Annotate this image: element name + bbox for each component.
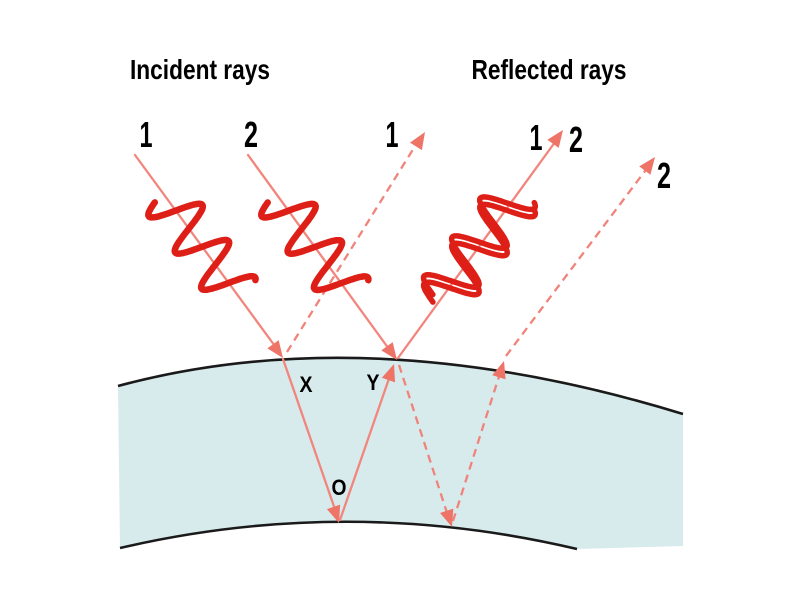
- incident-wave-1: [145, 199, 259, 294]
- incident-ray-1-label: 1: [140, 114, 153, 155]
- incident-rays-title: Incident rays: [130, 54, 270, 85]
- transmitted-ray-2-label: 2: [657, 155, 671, 196]
- arrowheads-layer: [267, 130, 655, 527]
- incident-ray-1: [133, 153, 282, 355]
- refracted-ray-x-to-o: [281, 357, 340, 520]
- arrow-dashed-2-exit: [639, 157, 655, 175]
- incident-wave-2: [258, 199, 372, 294]
- point-x-label: X: [300, 372, 313, 397]
- incident-ray-2-label: 2: [244, 114, 258, 155]
- reflected-superposed-wave-2: [420, 194, 539, 298]
- film-bottom-surface: [119, 520, 578, 551]
- arrow-reflected-1-2: [547, 130, 563, 148]
- reflected-ray-2-label: 2: [569, 119, 583, 160]
- point-o-label: O: [332, 475, 347, 500]
- dashed-exit-ray-2: [505, 166, 649, 357]
- arrow-at-o: [326, 504, 341, 523]
- reflected-ray-1-label: 1: [530, 117, 543, 158]
- arrow-dashed-v-bottom: [440, 508, 454, 527]
- thin-film: [118, 357, 683, 549]
- dashed-rays-layer: [286, 142, 649, 522]
- dashed-reflection-ray-1-label: 1: [386, 114, 399, 155]
- arrow-incident-2-at-y: [381, 342, 397, 360]
- internal-ray-o-to-y: [338, 365, 395, 522]
- point-y-label: Y: [367, 370, 380, 395]
- waves-layer: [145, 194, 539, 305]
- arrow-dashed-at-surface: [492, 361, 506, 380]
- arrow-internal-at-y: [381, 364, 396, 383]
- solid-rays-layer: [133, 136, 560, 522]
- film-top-surface: [117, 356, 684, 416]
- reflected-rays-title: Reflected rays: [472, 54, 627, 85]
- dashed-reflection-at-x: [286, 142, 418, 353]
- reflected-superposed-wave-1: [420, 201, 539, 305]
- arrow-dashed-1: [410, 132, 425, 151]
- arrow-incident-1-at-x: [267, 340, 283, 358]
- incident-ray-2: [246, 153, 396, 358]
